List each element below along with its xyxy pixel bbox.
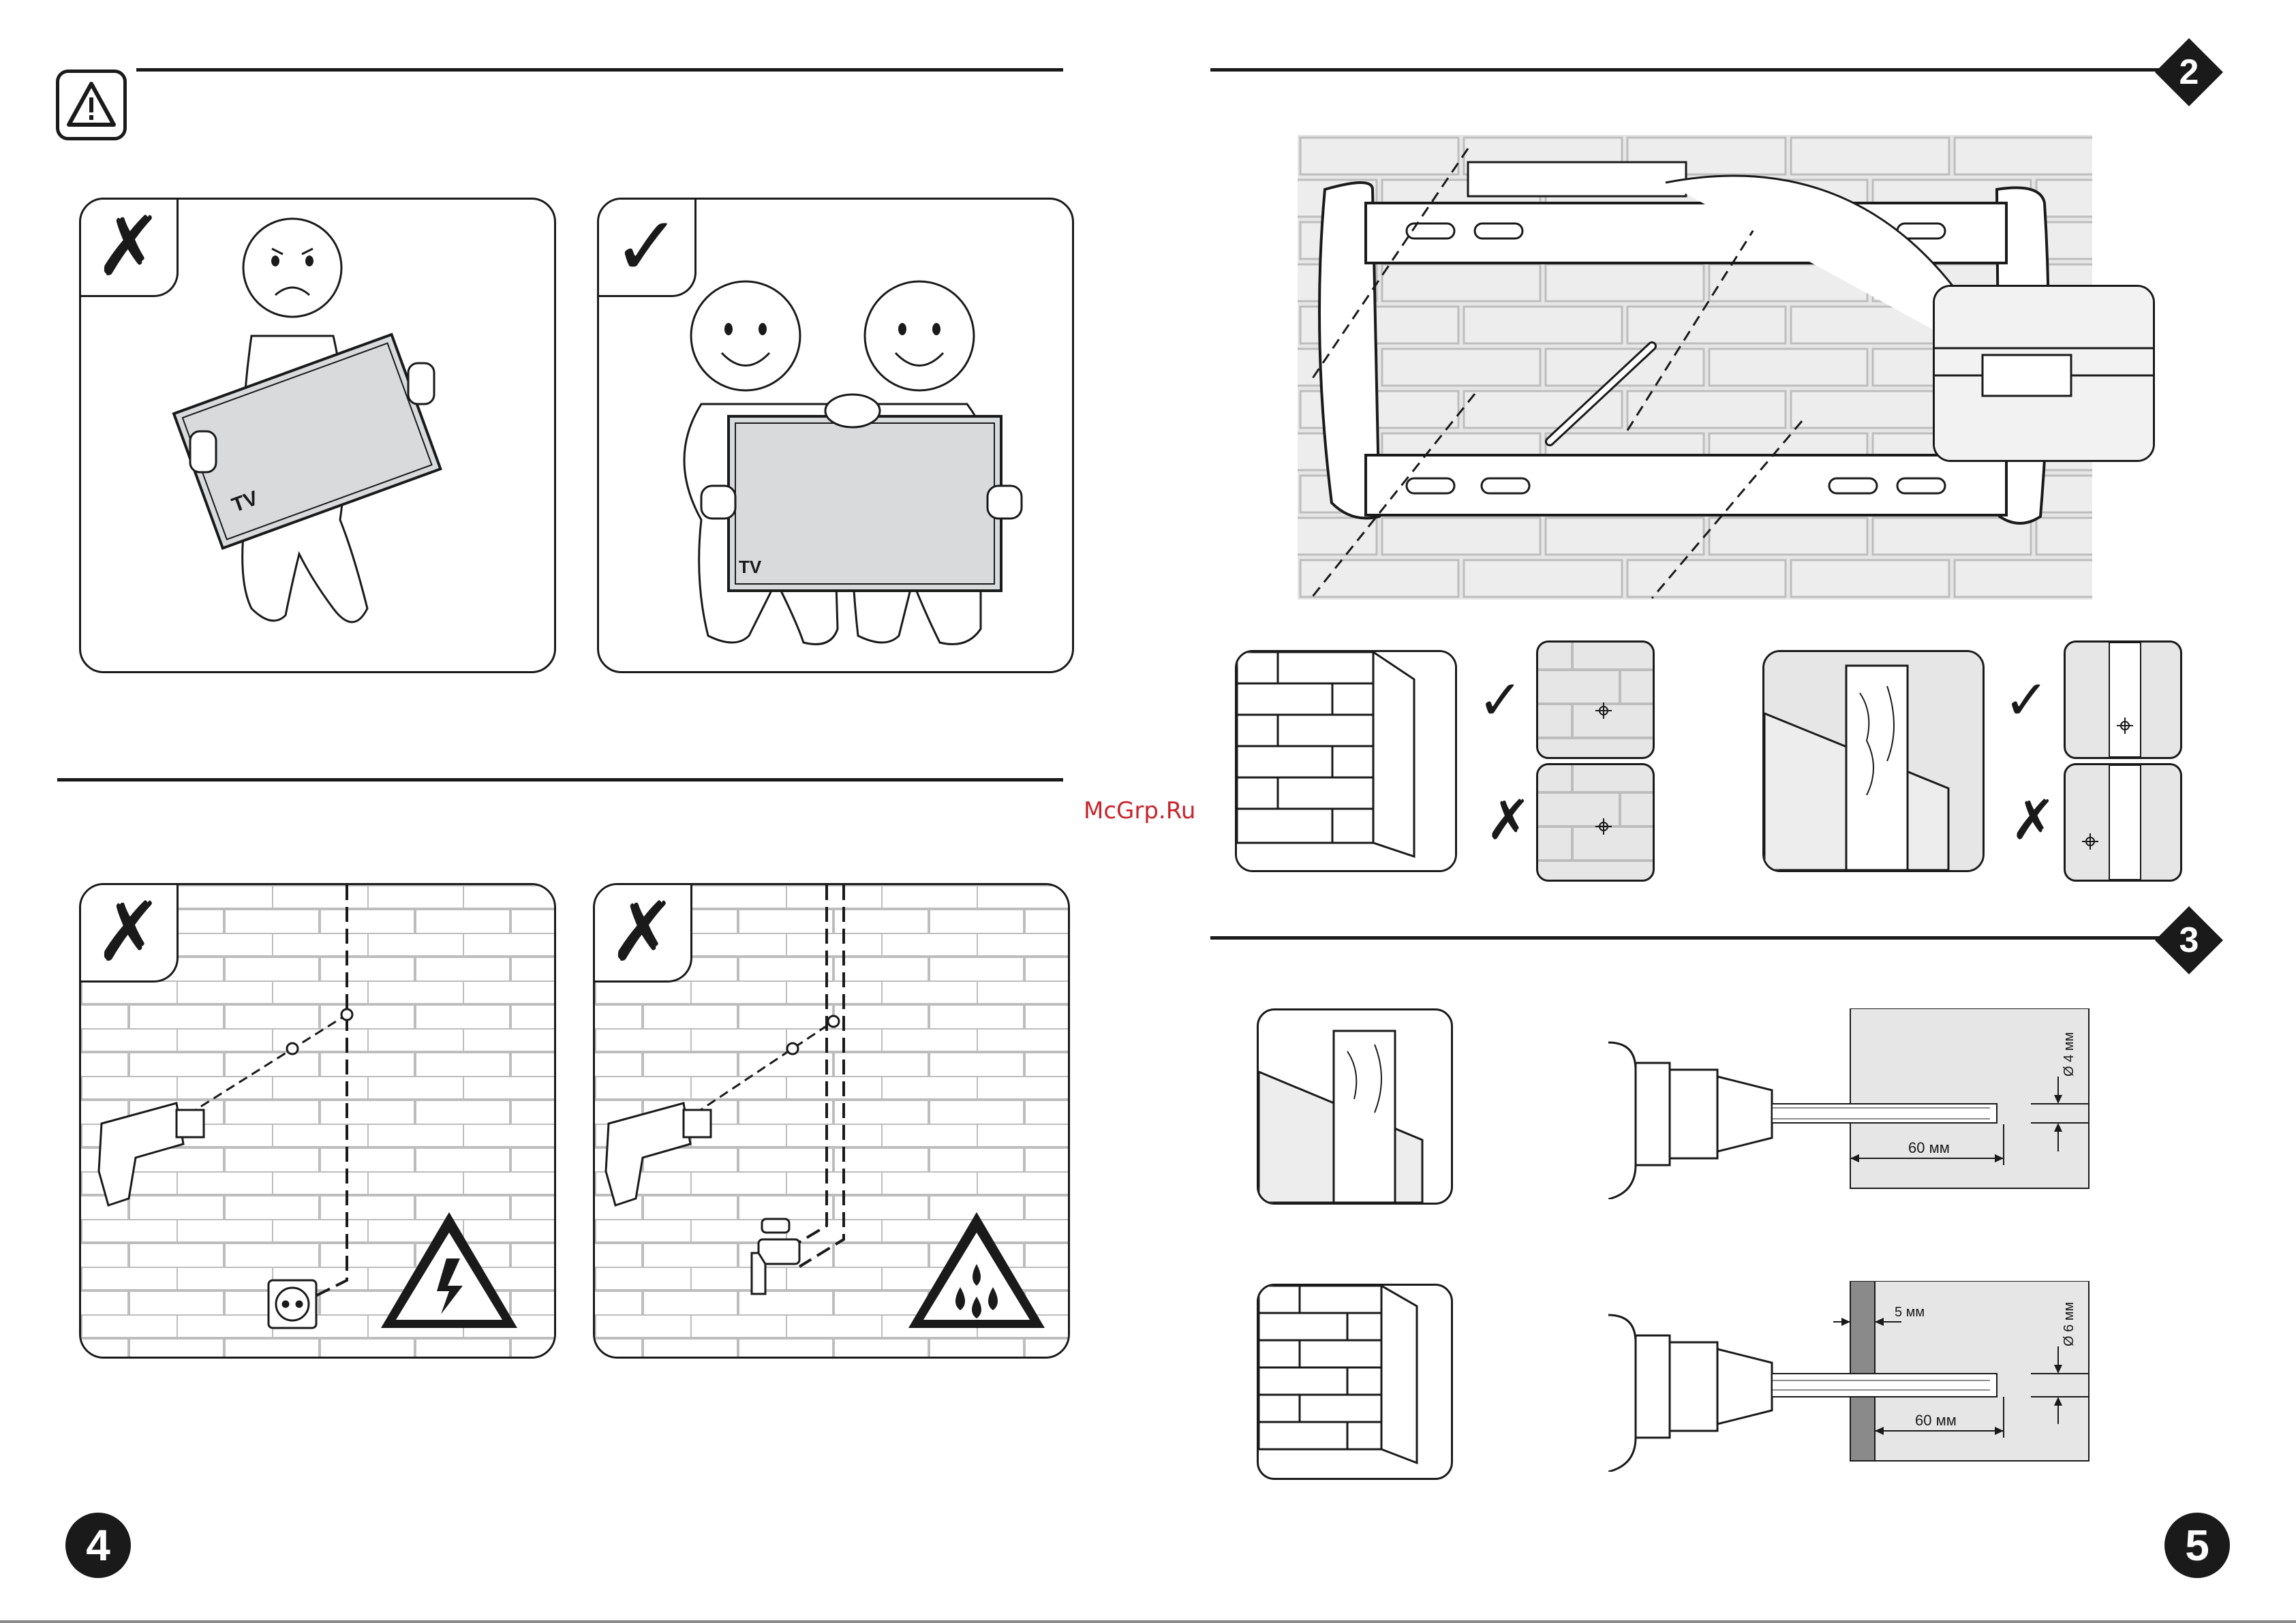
page-number-left: 4 xyxy=(65,1513,131,1578)
panel-drill-water: ✗ xyxy=(593,883,1070,1359)
tv-label: TV xyxy=(739,557,762,577)
depth-label: 60 мм xyxy=(1908,1139,1950,1156)
step-badge-3: 3 xyxy=(2155,906,2223,974)
drill-depth-diagram-brick: 5 мм 60 мм Ø 6 мм xyxy=(1608,1281,2092,1472)
brick-bad-sample xyxy=(1536,763,1655,882)
brick-wall-sample xyxy=(1257,1284,1453,1480)
watermark: McGrp.Ru xyxy=(1084,797,1195,824)
warning-triangle-icon xyxy=(59,73,123,137)
wood-ok-mark: ✓ xyxy=(2004,673,2049,728)
brick-ok-mark: ✓ xyxy=(1478,673,1523,728)
wood-ok-sample xyxy=(2064,640,2182,759)
plaster-label: 5 мм xyxy=(1895,1305,1925,1320)
wrong-mark: ✗ xyxy=(81,200,179,297)
section-rule-top-left xyxy=(136,68,1063,72)
diameter-label: Ø 6 мм xyxy=(2062,1302,2077,1346)
panel-carry-together: TV ✓ xyxy=(597,198,1074,673)
drill-chuck-icon xyxy=(1608,1315,1772,1472)
drill-depth-diagram-wood: 60 мм Ø 4 мм xyxy=(1608,1008,2092,1199)
wrong-mark: ✗ xyxy=(595,885,692,983)
brick-bad-mark: ✗ xyxy=(1486,793,1531,848)
stud-wall-sample xyxy=(1257,1008,1453,1205)
page-number-right: 5 xyxy=(2164,1513,2230,1578)
level-bubble-zoom xyxy=(1933,285,2155,462)
brick-ok-sample xyxy=(1536,640,1655,759)
correct-mark: ✓ xyxy=(599,200,697,297)
warning-box xyxy=(56,69,127,140)
wrong-mark: ✗ xyxy=(81,885,179,983)
spirit-level-icon xyxy=(1468,162,1686,196)
panel-drill-electric: ✗ xyxy=(79,883,556,1359)
plasterboard-stud-wall xyxy=(1762,650,1985,872)
brick-wall-corner xyxy=(1235,650,1457,872)
bottom-edge xyxy=(0,1620,2296,1623)
drill-chuck-icon xyxy=(1608,1042,1772,1199)
socket-icon xyxy=(269,1280,316,1328)
wood-bad-sample xyxy=(2064,763,2182,882)
depth-label: 60 мм xyxy=(1915,1412,1957,1429)
section-rule-step2 xyxy=(1210,68,2178,72)
step-badge-2: 2 xyxy=(2155,38,2223,106)
wood-bad-mark: ✗ xyxy=(2010,793,2056,848)
section-rule-step3 xyxy=(1210,936,2178,940)
diameter-label: Ø 4 мм xyxy=(2062,1032,2077,1077)
section-rule-mid-left xyxy=(57,778,1063,782)
panel-carry-alone: TV ✗ xyxy=(79,198,556,673)
